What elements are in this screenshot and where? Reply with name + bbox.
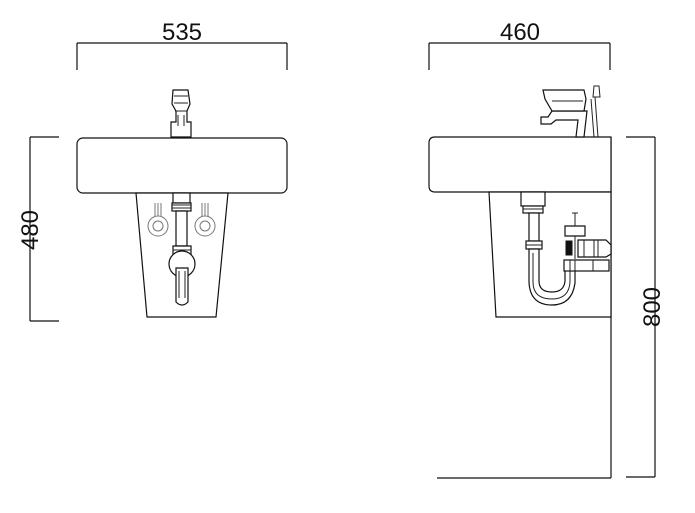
front-valves-icon bbox=[147, 203, 216, 237]
side-height-dimension: 800 bbox=[626, 136, 666, 478]
side-width-dimension: 460 bbox=[428, 19, 611, 70]
side-valve-icon bbox=[564, 212, 612, 259]
side-view: 460 800 bbox=[428, 19, 666, 479]
front-height-dimension: 480 bbox=[17, 136, 59, 322]
side-faucet-icon bbox=[540, 85, 601, 138]
side-pedestal bbox=[488, 191, 612, 318]
side-basin bbox=[428, 136, 612, 193]
front-height-label: 480 bbox=[17, 210, 44, 250]
front-faucet-icon bbox=[170, 89, 192, 138]
side-width-label: 460 bbox=[500, 19, 540, 46]
front-basin bbox=[76, 137, 288, 194]
side-height-label: 800 bbox=[639, 287, 666, 327]
front-width-dimension: 535 bbox=[76, 19, 288, 70]
front-drain-icon bbox=[168, 192, 196, 306]
side-drain-icon bbox=[520, 191, 610, 306]
front-view: 535 480 bbox=[17, 19, 288, 322]
front-width-label: 535 bbox=[162, 19, 202, 46]
